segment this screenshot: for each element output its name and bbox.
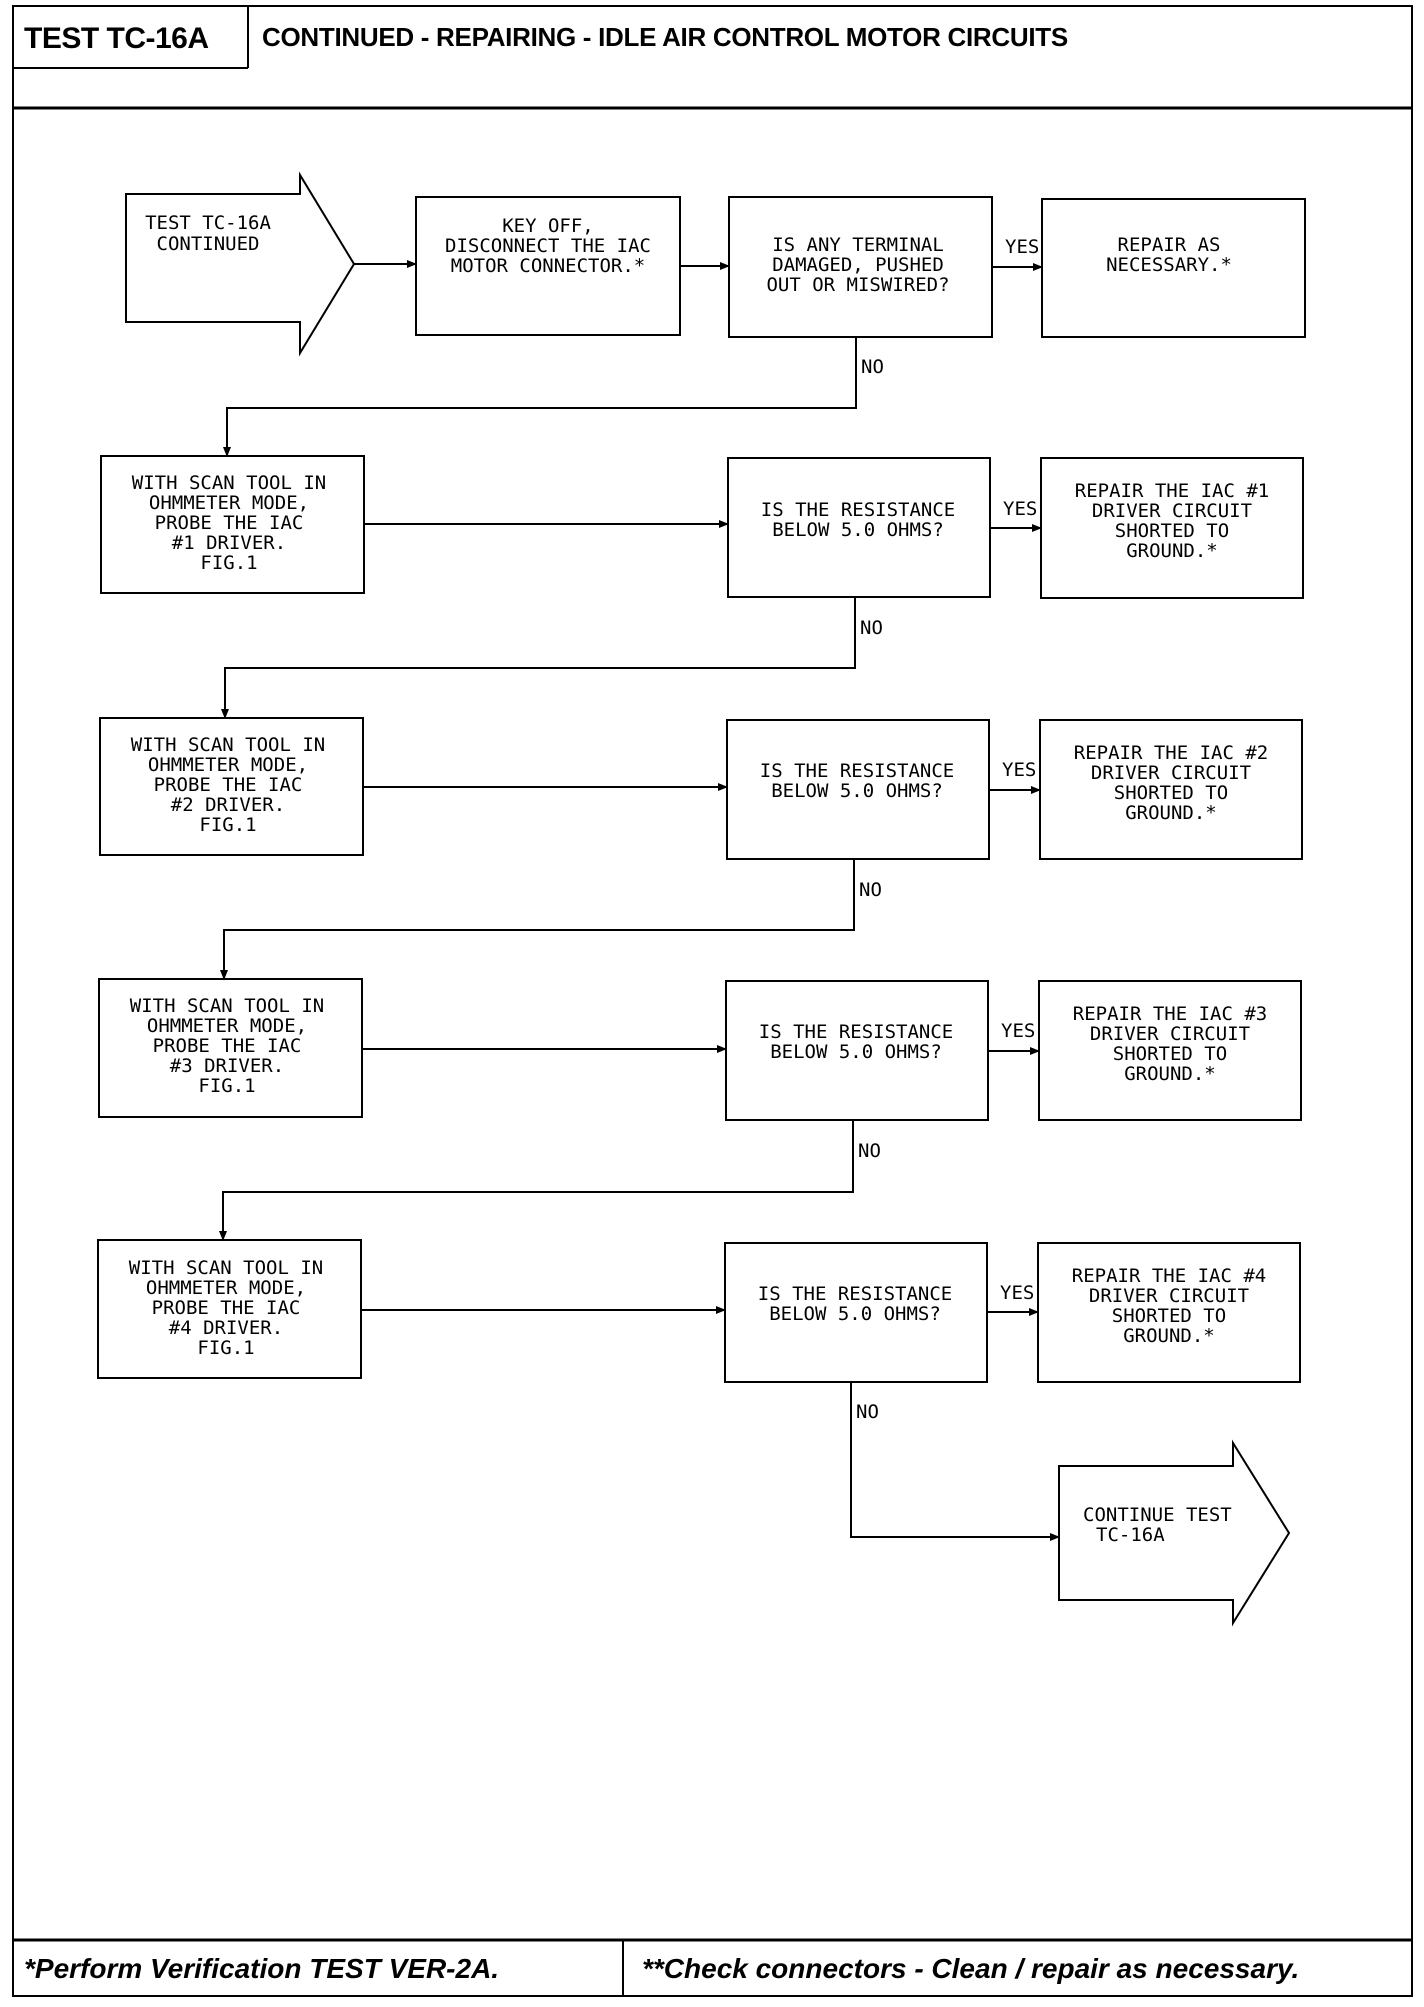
connector-no-1 <box>221 597 856 719</box>
repair-driver-2-box <box>1039 719 1303 860</box>
yes-label-2: YES <box>1002 759 1036 781</box>
repair-driver-1-box <box>1040 457 1304 599</box>
footnote-connectors: **Check connectors - Clean / repair as n… <box>642 1953 1300 1984</box>
connector-no-2 <box>220 859 855 980</box>
yes-label-3: YES <box>1001 1020 1035 1042</box>
footnote-verification: *Perform Verification TEST VER-2A. <box>24 1953 500 1984</box>
no-label-1: NO <box>860 617 883 639</box>
probe-2-box <box>99 717 364 856</box>
no-label-3: NO <box>858 1140 881 1162</box>
page-frame <box>12 5 1413 1997</box>
resistance-question-3-box <box>725 980 989 1121</box>
yes-label-1: YES <box>1003 498 1037 520</box>
start-arrow-shape <box>125 171 356 357</box>
no-label-terminal: NO <box>861 356 884 378</box>
resistance-question-1-box <box>727 457 991 598</box>
test-label: TEST TC-16A <box>24 22 209 55</box>
no-label-4: NO <box>856 1401 879 1423</box>
no-label-2: NO <box>859 879 882 901</box>
resistance-question-4-box <box>724 1242 988 1383</box>
yes-label-4: YES <box>1000 1282 1034 1304</box>
repair-driver-3-box <box>1038 980 1302 1121</box>
resistance-question-2-box <box>726 719 990 860</box>
probe-4-box <box>97 1239 362 1379</box>
probe-3-box <box>98 978 363 1118</box>
connector-no-3 <box>219 1120 854 1241</box>
page-title: CONTINUED - REPAIRING - IDLE AIR CONTROL… <box>262 22 1068 52</box>
key-off-box <box>415 196 681 336</box>
continue-arrow-shape <box>1058 1439 1291 1627</box>
connector-no-terminal <box>223 337 857 457</box>
connector-no-4 <box>850 1382 1060 1541</box>
yes-label-terminal: YES <box>1005 236 1039 258</box>
